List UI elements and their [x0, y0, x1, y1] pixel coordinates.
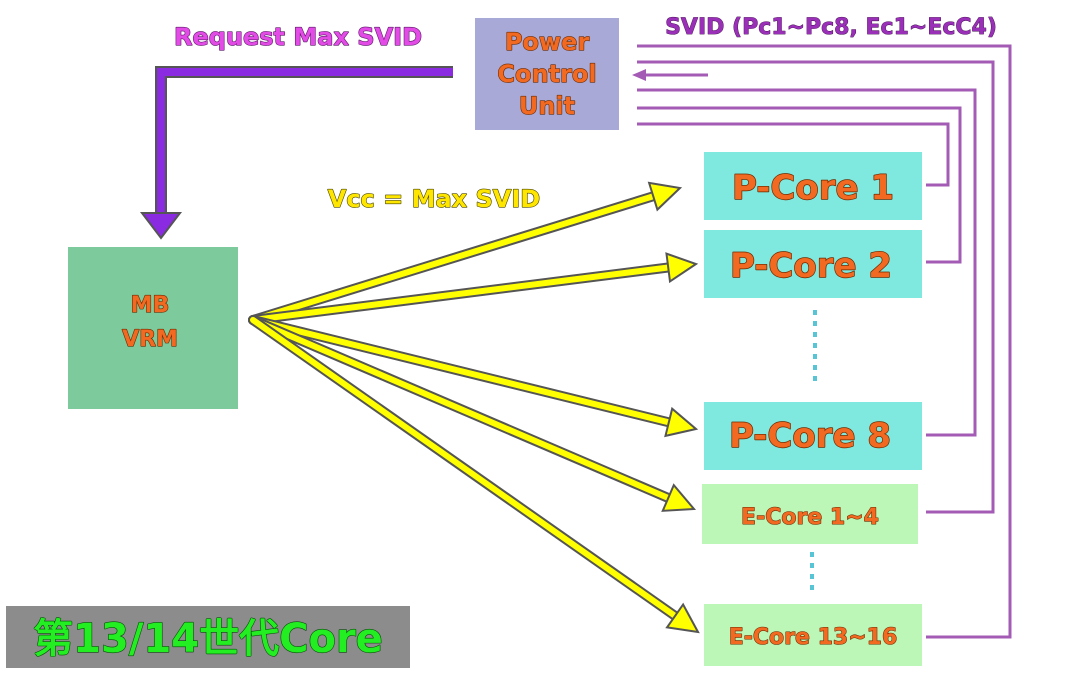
vcc-arrow-pcore-8: [248, 315, 699, 438]
pcu-label-line1: Power: [505, 28, 590, 56]
pcore-1-label: P-Core 1: [732, 168, 894, 208]
pcu-label-line2: Control: [497, 60, 596, 88]
vrm-label-line2: VRM: [122, 327, 178, 352]
ecore-1-4-label: E-Core 1~4: [741, 505, 879, 530]
vcc-arrow-ecore-13-16: [248, 315, 700, 634]
vcc-arrows: [248, 181, 700, 634]
svid-line-pcore1: [637, 122, 950, 187]
svid-line-pcore2: [637, 106, 962, 264]
pcore-1-box: P-Core 1: [704, 152, 922, 220]
svid-arrowhead: [632, 69, 646, 81]
request-arrow: [139, 66, 453, 240]
ecore-13-16-box: E-Core 13~16: [704, 604, 922, 666]
pcore-2-label: P-Core 2: [730, 246, 892, 286]
svid-line-ecore1-4: [637, 60, 995, 514]
vcc-arrow-pcore-2: [248, 252, 699, 325]
ecore-1-4-box: E-Core 1~4: [702, 484, 918, 544]
svid-bus-lines: [632, 44, 1012, 639]
generation-label: 第13/14世代Core: [33, 616, 383, 662]
svid-bus-label: SVID (Pc1~Pc8, Ec1~EcC4): [665, 15, 997, 40]
vrm-label-line1: MB: [131, 293, 170, 318]
pcore-2-box: P-Core 2: [704, 230, 922, 298]
pcu-box: Power Control Unit: [475, 18, 619, 130]
request-max-svid-label: Request Max SVID: [174, 23, 422, 51]
pcu-label-line3: Unit: [519, 92, 575, 120]
vrm-box: MB VRM: [68, 247, 238, 409]
pcore-8-label: P-Core 8: [729, 416, 891, 456]
svid-line-ecore13-16: [637, 44, 1012, 639]
ecore-13-16-label: E-Core 13~16: [729, 625, 898, 650]
generation-badge: 第13/14世代Core: [6, 606, 410, 668]
vcc-arrow-ecore-1-4: [248, 315, 697, 512]
vcc-arrow-pcore-1: [248, 181, 683, 325]
pcore-8-box: P-Core 8: [704, 402, 922, 470]
svid-line-pcore8: [637, 88, 977, 437]
vcc-label: Vcc = Max SVID: [328, 185, 540, 213]
